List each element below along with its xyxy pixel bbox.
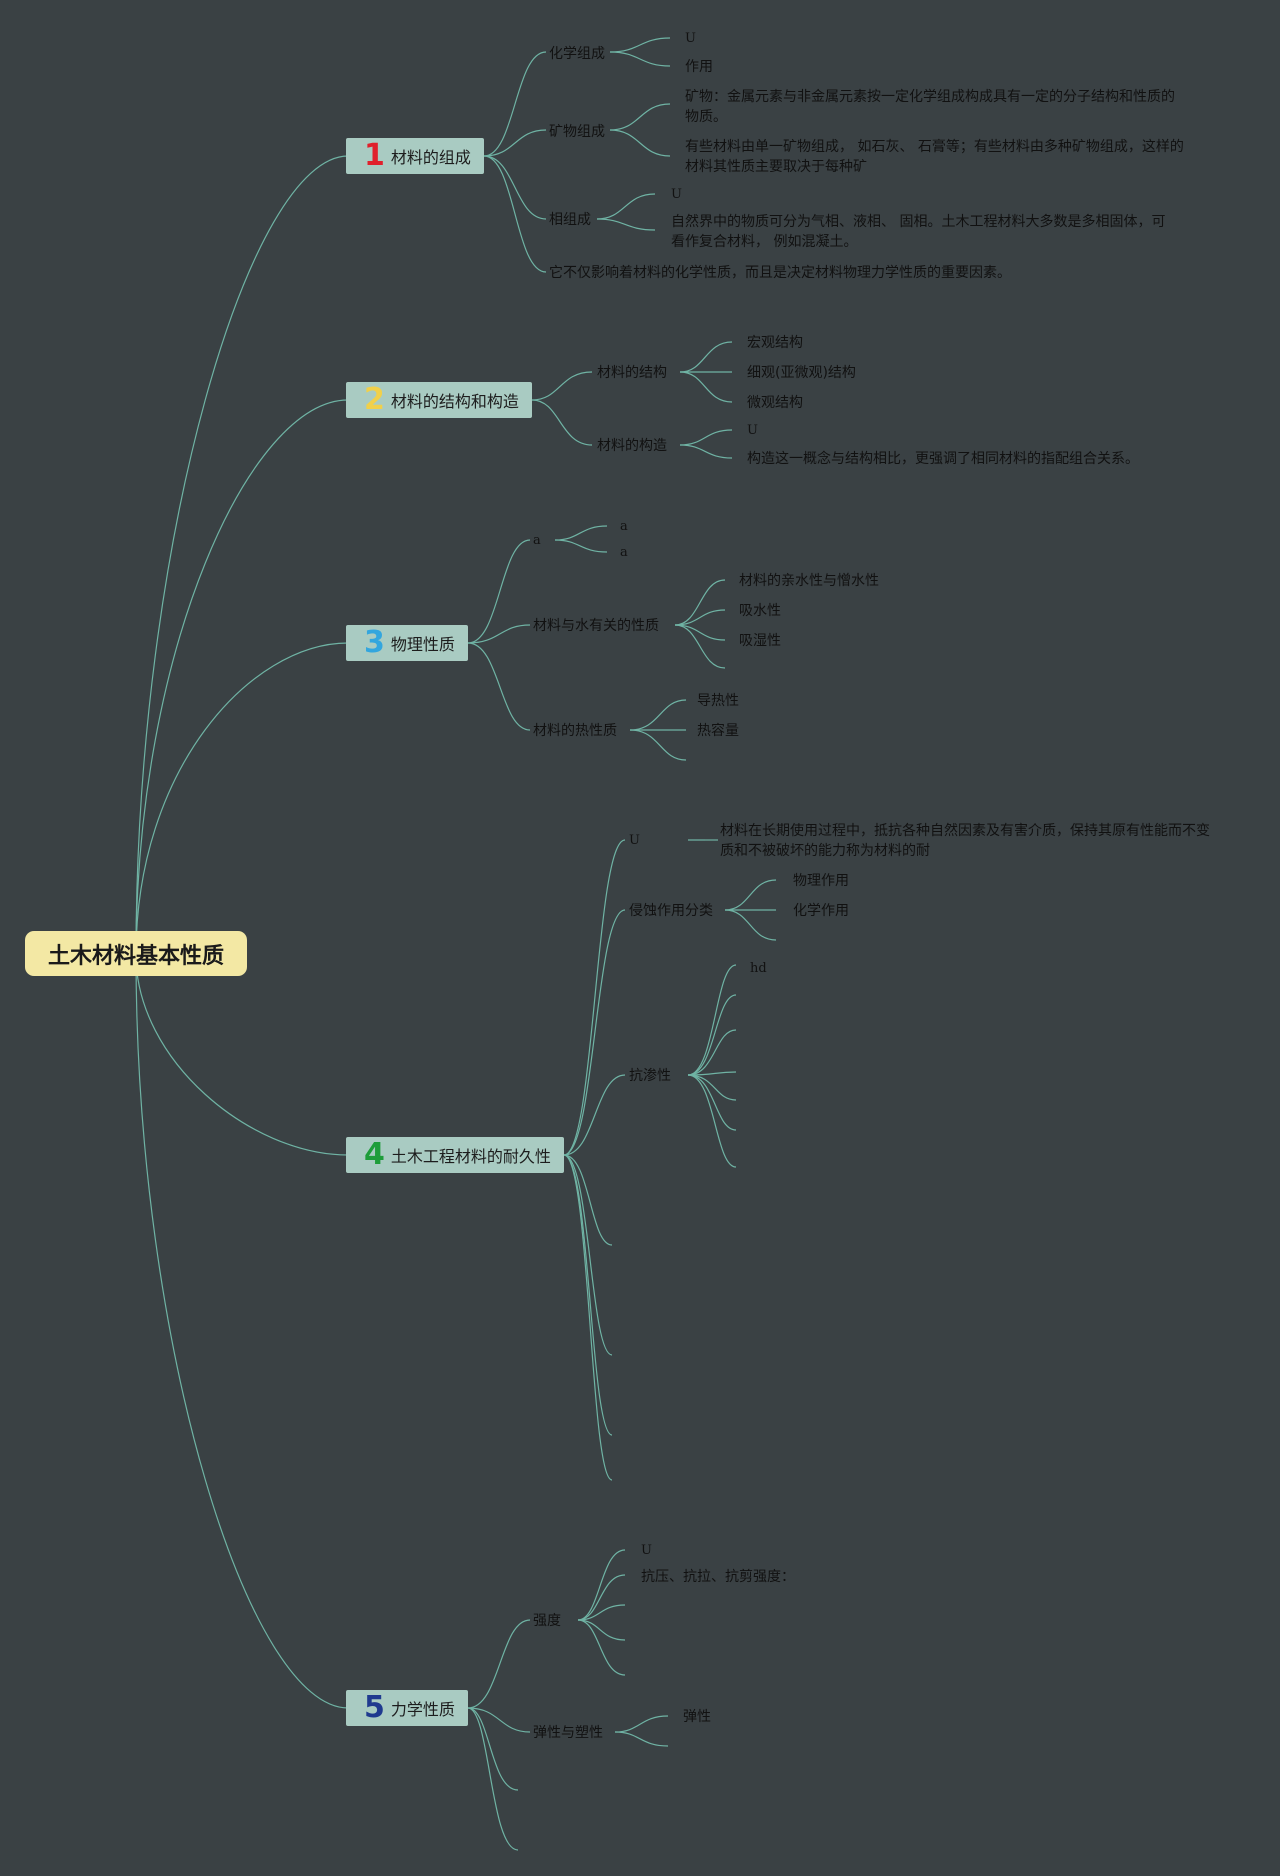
branch-number: 4 (364, 1137, 385, 1172)
node-strength[interactable]: 强度 (533, 1613, 561, 1629)
node-durability-definition[interactable]: 材料在长期使用过程中，抵抗各种自然因素及有害介质，保持其原有性能而不变质和不被破… (720, 823, 1210, 859)
node-moisture-absorption[interactable]: 吸湿性 (739, 633, 781, 649)
node-elasticity-plasticity[interactable]: 弹性与塑性 (533, 1725, 603, 1741)
branch-number: 5 (364, 1690, 385, 1725)
branch-number: 1 (364, 138, 385, 173)
node-construction-u[interactable]: U (747, 423, 758, 438)
branch-label: 材料的结构和构造 (390, 392, 519, 411)
node-chemical-composition[interactable]: 化学组成 (549, 46, 605, 62)
node-mineral-definition[interactable]: 矿物：金属元素与非金属元素按一定化学组成构成具有一定的分子结构和性质的物质。 (685, 89, 1175, 125)
branch-label: 土木工程材料的耐久性 (390, 1147, 551, 1166)
node-construction-note[interactable]: 构造这一概念与结构相比，更强调了相同材料的指配组合关系。 (747, 451, 1139, 467)
node-composition-summary[interactable]: 它不仅影响着材料的化学性质，而且是决定材料物理力学性质的重要因素。 (549, 265, 1011, 281)
node-physical-a2[interactable]: a (620, 545, 628, 560)
branch-label: 材料的组成 (390, 148, 471, 167)
branch-number: 3 (364, 625, 385, 660)
branch-4[interactable]: 4 土木工程材料的耐久性 (346, 1137, 564, 1173)
node-chem-u[interactable]: U (685, 31, 696, 46)
branch-3[interactable]: 3 物理性质 (346, 625, 468, 661)
node-physical-action[interactable]: 物理作用 (793, 873, 849, 889)
node-hydrophilic[interactable]: 材料的亲水性与憎水性 (739, 573, 879, 589)
node-elasticity[interactable]: 弹性 (683, 1709, 711, 1725)
node-material-construction[interactable]: 材料的构造 (597, 438, 667, 454)
branch-2[interactable]: 2 材料的结构和构造 (346, 382, 532, 418)
node-macro-structure[interactable]: 宏观结构 (747, 335, 803, 351)
node-phase-note[interactable]: 自然界中的物质可分为气相、液相、 固相。土木工程材料大多数是多相固体，可看作复合… (671, 214, 1166, 250)
node-mineral-composition[interactable]: 矿物组成 (549, 124, 605, 140)
node-chem-effect[interactable]: 作用 (685, 59, 713, 75)
node-micro-structure[interactable]: 微观结构 (747, 395, 803, 411)
node-mineral-note[interactable]: 有些材料由单一矿物组成， 如石灰、 石膏等；有些材料由多种矿物组成，这样的材料其… (685, 139, 1184, 175)
node-meso-structure[interactable]: 细观(亚微观)结构 (747, 365, 856, 381)
branch-5[interactable]: 5 力学性质 (346, 1690, 468, 1726)
node-thermal-properties[interactable]: 材料的热性质 (533, 723, 617, 739)
root-topic[interactable]: 土木材料基本性质 (25, 931, 247, 976)
node-strength-types[interactable]: 抗压、抗拉、抗剪强度： (641, 1569, 795, 1585)
node-impermeability[interactable]: 抗渗性 (629, 1068, 671, 1084)
node-material-structure[interactable]: 材料的结构 (597, 365, 667, 381)
branch-label: 力学性质 (390, 1700, 455, 1719)
node-water-absorption[interactable]: 吸水性 (739, 603, 781, 619)
node-heat-capacity[interactable]: 热容量 (697, 723, 739, 739)
node-durability-u[interactable]: U (629, 833, 640, 848)
branch-number: 2 (364, 382, 385, 417)
node-phase-composition[interactable]: 相组成 (549, 212, 591, 228)
node-chemical-action[interactable]: 化学作用 (793, 903, 849, 919)
node-strength-u[interactable]: U (641, 1543, 652, 1558)
branch-label: 物理性质 (390, 635, 455, 654)
node-water-properties[interactable]: 材料与水有关的性质 (533, 618, 659, 634)
node-erosion-classification[interactable]: 侵蚀作用分类 (629, 903, 713, 919)
node-impermeability-hd[interactable]: hd (750, 961, 767, 976)
node-physical-a[interactable]: a (533, 533, 541, 548)
branch-1[interactable]: 1 材料的组成 (346, 138, 484, 174)
node-thermal-conductivity[interactable]: 导热性 (697, 693, 739, 709)
node-physical-a1[interactable]: a (620, 519, 628, 534)
node-phase-u[interactable]: U (671, 187, 682, 202)
